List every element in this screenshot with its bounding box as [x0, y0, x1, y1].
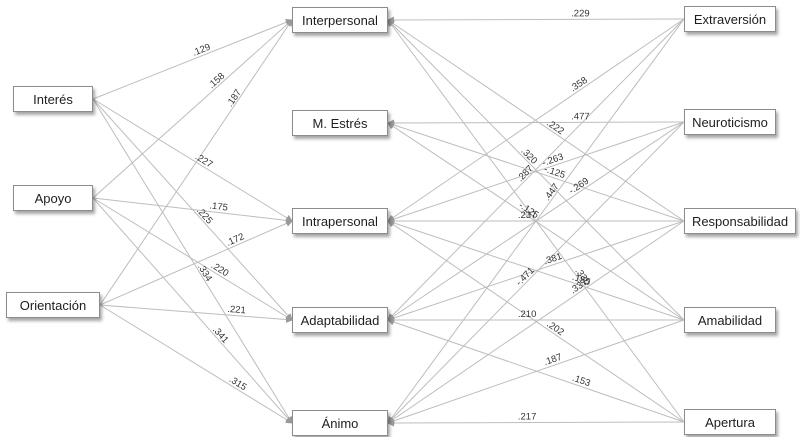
coef-apertura-animo: .217 [518, 411, 537, 422]
coef-amabilidad-animo: .187 [542, 352, 563, 368]
coef-apoyo-animo: .341 [210, 325, 230, 346]
coef-apoyo-interpersonal: .158 [206, 71, 227, 92]
coef-orientacion-animo: .315 [227, 374, 249, 393]
coef-amabilidad-adaptabilidad: .210 [518, 309, 537, 320]
path-apertura-interpersonal [387, 19, 685, 423]
node-orientacion: Orientación [6, 292, 100, 318]
coef-orientacion-interpersonal: .187 [225, 88, 244, 109]
path-apoyo-interpersonal [92, 19, 293, 199]
coef-apoyo-intrapersonal: .175 [209, 200, 229, 213]
path-apoyo-adaptabilidad [92, 197, 293, 321]
path-extraversion-adaptabilidad [387, 18, 685, 321]
path-interes-interpersonal [92, 18, 293, 100]
path-neuroticismo-animo [387, 121, 685, 424]
coef-amabilidad-interpersonal: .320 [518, 146, 539, 167]
path-interes-intrapersonal [92, 98, 293, 222]
path-orientacion-intrapersonal [99, 220, 293, 306]
coef-neuroticismo-animo: -.471 [514, 265, 537, 288]
coef-orientacion-adaptabilidad: .221 [227, 304, 246, 316]
node-extraversion: Extraversión [684, 6, 776, 32]
path-interes-animo [92, 98, 293, 424]
node-adaptabilidad: Adaptabilidad [292, 307, 388, 333]
coef-extraversion-intrapersonal: .358 [568, 75, 589, 95]
node-animo: Ánimo [292, 410, 388, 436]
node-intrapersonal: Intrapersonal [292, 208, 388, 234]
node-neuroticismo: Neuroticismo [684, 109, 776, 135]
coef-apertura-adaptabilidad: .153 [571, 373, 592, 389]
coef-neuroticismo-adaptabilidad: -.269 [567, 176, 591, 197]
path-orientacion-adaptabilidad [99, 304, 293, 324]
path-extraversion-intrapersonal [387, 18, 685, 222]
coef-extraversion-interpersonal: .229 [571, 8, 590, 19]
node-interpersonal: Interpersonal [292, 7, 388, 33]
node-apoyo: Apoyo [13, 185, 93, 211]
node-interes: Interés [13, 86, 93, 112]
path-amabilidad-animo [387, 319, 685, 425]
path-apertura-animo [387, 419, 685, 427]
path-orientacion-animo [99, 304, 293, 424]
node-m-estres: M. Estrés [292, 110, 388, 136]
node-amabilidad: Amabilidad [684, 307, 776, 333]
path-responsabilidad-adaptabilidad [387, 220, 685, 322]
coef-responsabilidad-interpersonal: .222 [544, 118, 565, 137]
path-extraversion-interpersonal [387, 16, 685, 24]
coef-responsabilidad-intrapersonal: .237 [518, 210, 537, 221]
node-apertura: Apertura [684, 409, 776, 435]
coef-interes-intrapersonal: .227 [193, 151, 215, 170]
path-responsabilidad-animo [387, 220, 685, 424]
coef-apertura-intrapersonal: .202 [544, 319, 565, 338]
node-responsabilidad: Responsabilidad [684, 208, 796, 234]
path-neuroticismo-intrapersonal [387, 121, 685, 223]
coef-responsabilidad-adaptabilidad: .381 [542, 251, 563, 267]
path-apoyo-animo [92, 197, 293, 424]
path-interes-adaptabilidad [92, 98, 293, 321]
path-neuroticismo-m_estres [387, 119, 685, 127]
coef-neuroticismo-m_estres: .477 [571, 111, 590, 122]
